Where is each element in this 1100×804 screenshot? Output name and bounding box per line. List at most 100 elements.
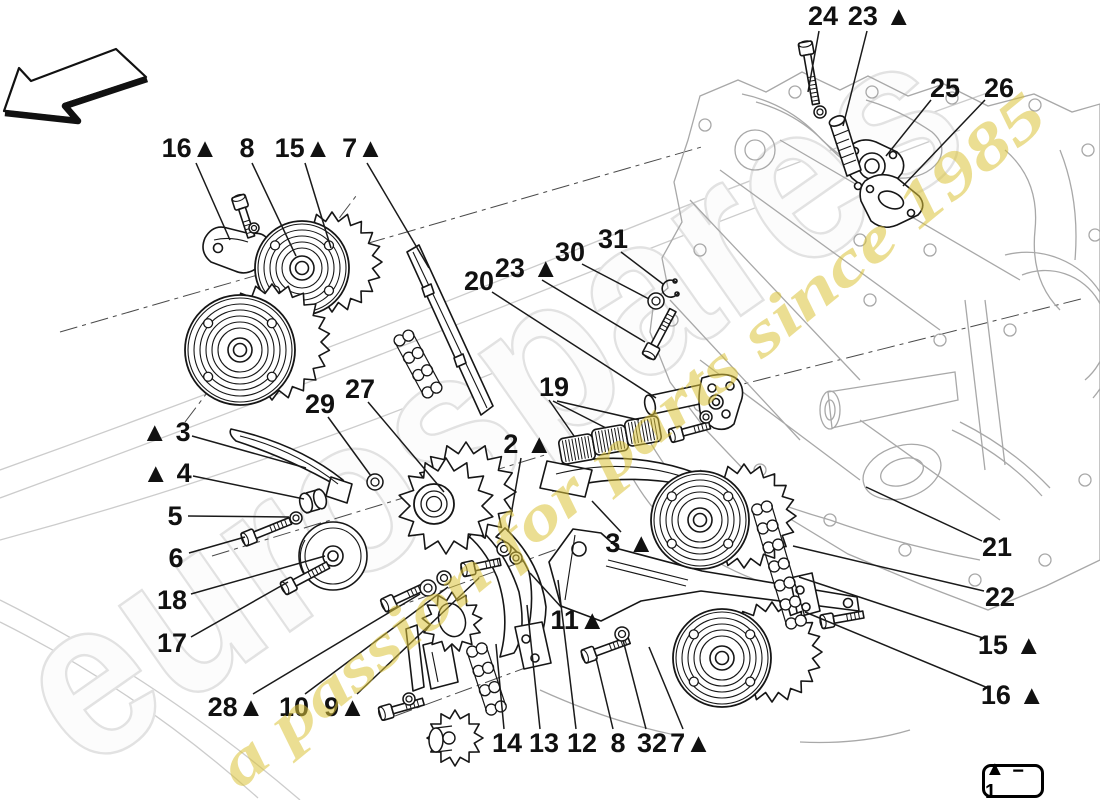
callout-label: 7▲ (342, 133, 384, 163)
callout-label: 28▲ (208, 692, 265, 722)
leader-line (552, 400, 607, 429)
leader-line (367, 401, 445, 493)
leader-line (252, 593, 421, 695)
bolt (460, 557, 502, 578)
background-sweeps (0, 91, 991, 800)
callout-label: 5 (167, 501, 182, 531)
callout-label: 12 (567, 728, 597, 758)
bolt (279, 561, 331, 596)
callout-label: 29 (305, 389, 335, 419)
washer (509, 551, 523, 565)
leader-line (902, 99, 986, 187)
callout-label: 7▲ (670, 728, 712, 758)
leader-line (195, 162, 231, 241)
leader-line (191, 435, 307, 469)
washer (647, 292, 665, 310)
leader-line (188, 536, 246, 554)
watermark-brand-text: eurospares (0, 0, 1007, 800)
support-bracket-11 (548, 528, 860, 622)
callout-label: 6 (168, 543, 183, 573)
bolt (240, 516, 293, 547)
leader-line (190, 581, 289, 638)
needle-bearing (590, 424, 630, 456)
stud-bolt-23 (828, 115, 862, 177)
callout-label: 19 (539, 372, 569, 402)
callout-label: 31 (598, 224, 628, 254)
leader-line (798, 576, 987, 640)
callout-label: 21 (982, 532, 1012, 562)
leader-line (842, 30, 868, 127)
bolt (667, 421, 712, 444)
callout-label: 20 (464, 266, 494, 296)
direction-arrow-icon (2, 47, 149, 125)
leader-line (622, 639, 647, 730)
callout-label: 23 ▲ (848, 1, 912, 31)
leader-line (190, 555, 326, 595)
bolt (797, 40, 821, 106)
washer (436, 570, 452, 586)
callout-label: 30 (555, 237, 585, 267)
washer (366, 473, 384, 491)
chain-guide-upper-7 (406, 244, 494, 416)
leader-line (807, 30, 820, 93)
washer (289, 511, 303, 525)
leader-line (792, 545, 985, 592)
callout-label: ▲ 3 (141, 417, 190, 447)
leader-line (620, 251, 664, 285)
callout-label: 14 (492, 728, 522, 758)
leader-line (187, 515, 290, 518)
cam-variator (184, 283, 331, 406)
callout-label: 16 ▲ (981, 680, 1045, 710)
legend-badge: ▲ = 1 (982, 758, 1044, 803)
callout-label: 3 ▲ (605, 528, 654, 558)
parts-layer (184, 40, 924, 767)
needle-bearing (623, 415, 663, 447)
leader-line (304, 162, 332, 249)
leader-line (591, 500, 622, 533)
chain-segment (751, 500, 807, 630)
leader-line (327, 416, 372, 477)
callout-label: 22 (985, 582, 1015, 612)
bolt (641, 307, 677, 361)
callout-label: 8 (610, 728, 625, 758)
washer (614, 626, 630, 642)
callout-label: 27 (345, 374, 375, 404)
gasket-26 (859, 173, 924, 229)
callout-label: 10 (279, 692, 309, 722)
chain-segment (466, 642, 507, 716)
washer (699, 410, 713, 424)
leader-line (192, 475, 305, 500)
leader-line (251, 162, 297, 257)
washer (248, 222, 260, 234)
leader-line (507, 457, 522, 533)
leader-line (556, 400, 640, 421)
washer (419, 579, 437, 597)
cam-variator (672, 601, 823, 708)
leader-line (581, 263, 650, 300)
leader-line (529, 572, 563, 609)
washer (813, 105, 827, 119)
leader-line (548, 399, 575, 437)
leader-line (865, 486, 983, 542)
leader-line (557, 579, 577, 730)
callout-label: 15 ▲ (978, 630, 1042, 660)
callout-label: 32 (637, 728, 667, 758)
washer (496, 541, 512, 557)
callout-label: 8 (239, 133, 254, 163)
callout-label: 2 ▲ (503, 429, 552, 459)
leader-line (495, 643, 505, 730)
leader-line (526, 604, 541, 730)
tensioner-blade-left-3 (229, 428, 353, 504)
leader-line (885, 99, 932, 157)
callout-label: 25 (930, 73, 960, 103)
callout-label: 24 (808, 1, 838, 31)
leader-line (595, 657, 614, 730)
svg-text:eurospares: eurospares (0, 0, 1007, 800)
callout-label: 13 (529, 728, 559, 758)
leader-line (541, 279, 646, 343)
leader-line (491, 291, 657, 399)
generated-parts (184, 40, 865, 767)
callout-label: 26 (984, 73, 1014, 103)
